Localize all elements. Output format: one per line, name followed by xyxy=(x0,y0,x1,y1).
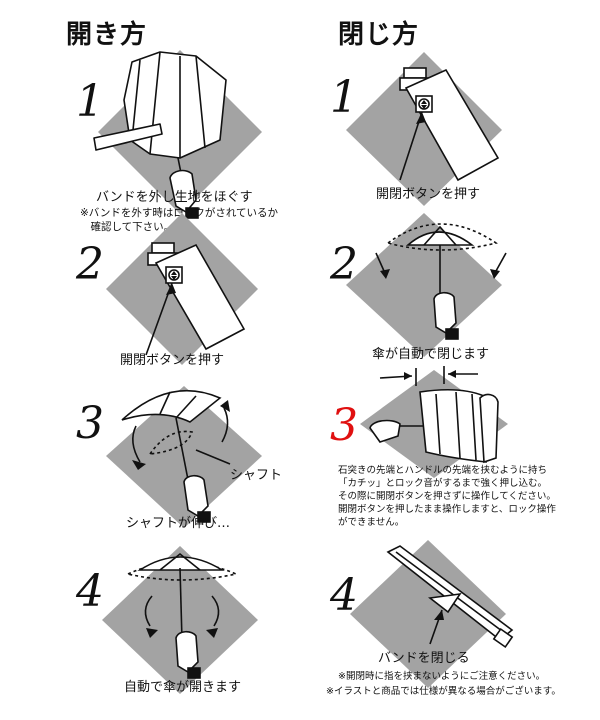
close-step-4-illustration xyxy=(350,540,514,688)
open-step-3-number: 3 xyxy=(76,398,104,449)
close-step-1-number: 1 xyxy=(330,72,358,123)
close-step-1-caption: 開閉ボタンを押す xyxy=(376,187,481,202)
close-step-2: 2 傘が自動で閉じます xyxy=(300,205,600,370)
open-step-4-caption: 自動で傘が開きます xyxy=(124,680,242,695)
close-step-2-number: 2 xyxy=(330,239,358,290)
close-step-1: 1 開閉ボタンを押す xyxy=(300,40,600,210)
close-step-2-illustration xyxy=(346,213,507,357)
note-line: 「カチッ」とロック音がするまで強く押し込む。 xyxy=(338,478,548,489)
open-step-3: 3 シャフト シャフトが伸び… xyxy=(0,378,300,538)
open-step-4: 4 自動で傘が開きます xyxy=(0,540,300,710)
note-line: 石突きの先端とハンドルの先端を挟むように持ち xyxy=(338,465,548,476)
note-line: ができません。 xyxy=(338,517,405,528)
open-step-2-illustration xyxy=(106,213,258,365)
diamond-bg xyxy=(346,213,502,357)
note-line: その際に開閉ボタンを押さずに操作してください。 xyxy=(338,491,556,502)
footer-note-2: ※イラストと商品では仕様が異なる場合がございます。 xyxy=(326,686,561,697)
open-step-2-number: 2 xyxy=(76,239,104,290)
close-step-3-note: 石突きの先端とハンドルの先端を挟むように持ち 「カチッ」とロック音がするまで強く… xyxy=(338,464,556,529)
open-step-1-caption: バンドを外し生地をほぐす xyxy=(96,190,253,205)
close-step-3: 3 石突きの先端とハンドルの先端を挟むように持ち 「カチッ」とロック音がするまで… xyxy=(300,362,600,542)
close-step-1-illustration xyxy=(346,52,502,206)
heading-open: 開き方 xyxy=(66,20,148,50)
open-step-3-illustration xyxy=(106,386,262,528)
close-step-4-number: 4 xyxy=(330,570,358,621)
open-step-1-number: 1 xyxy=(76,76,104,127)
open-step-3-label: シャフト xyxy=(230,468,283,483)
open-step-1-illustration xyxy=(93,50,262,219)
close-step-3-number: 3 xyxy=(330,400,358,451)
note-line: 確認して下さい。 xyxy=(80,221,175,233)
open-step-2-caption: 開閉ボタンを押す xyxy=(120,353,225,368)
open-step-3-caption: シャフトが伸び… xyxy=(126,516,231,531)
heading-close: 閉じ方 xyxy=(338,20,420,50)
open-step-1: 1 バンドを外し生地をほぐす ※バンドを外す時はロックがされているか 確認して下… xyxy=(0,40,300,233)
diamond-bg xyxy=(350,540,506,688)
footer-note-1: ※開閉時に指を挟まないようにご注意ください。 xyxy=(338,671,546,682)
note-line: ※バンドを外す時はロックがされているか xyxy=(80,207,279,219)
note-line: 開閉ボタンを押したまま操作しますと、ロック操作 xyxy=(338,504,556,515)
close-step-4-caption: バンドを閉じる xyxy=(378,651,470,666)
open-step-4-number: 4 xyxy=(76,566,104,617)
close-step-4: 4 バンドを閉じる xyxy=(300,540,600,715)
close-step-3-illustration xyxy=(360,366,508,478)
open-step-1-note: ※バンドを外す時はロックがされているか 確認して下さい。 xyxy=(80,206,278,234)
diamond-bg xyxy=(102,546,258,694)
open-step-4-illustration xyxy=(102,546,258,694)
open-step-2: 2 開閉ボタンを押す xyxy=(0,205,300,375)
close-step-2-caption: 傘が自動で閉じます xyxy=(372,347,490,362)
